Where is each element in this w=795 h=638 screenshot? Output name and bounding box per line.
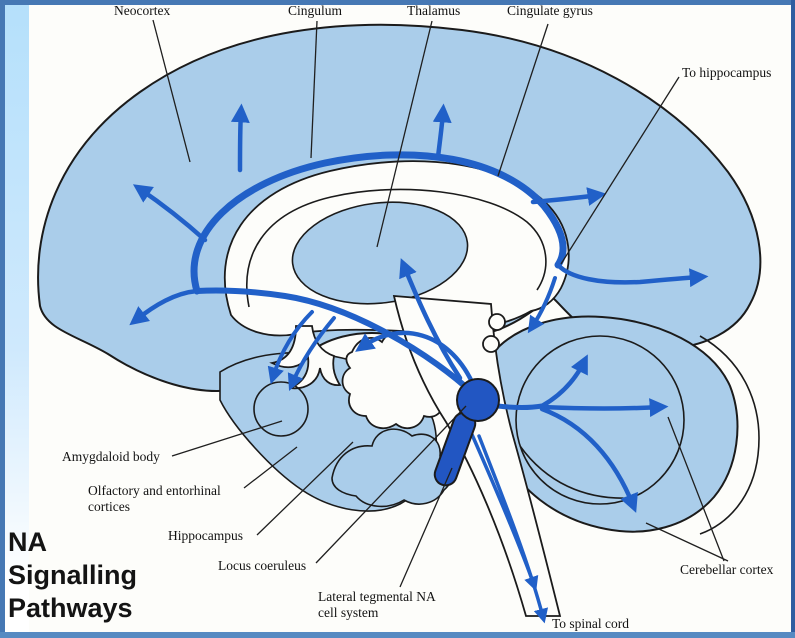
leader-hippocampus [256, 441, 354, 536]
leader-to-hippocampus [560, 76, 680, 265]
leader-thalamus [376, 20, 433, 248]
slide-edge-gradient [5, 5, 29, 632]
locus-coeruleus-node [456, 378, 500, 422]
pathway-cortical-arrow-1 [230, 103, 250, 173]
corpus-callosum-inner-line [246, 188, 547, 308]
frame-left [0, 0, 5, 638]
page-title-line3: Pathways [8, 593, 133, 623]
label-to-hippocampus: To hippocampus [682, 65, 772, 80]
label-olfactory-line1: Olfactory and entorhinal [88, 483, 221, 498]
leader-amygdaloid-body [171, 420, 283, 457]
label-to-spinal-cord: To spinal cord [552, 616, 630, 631]
frame-right [791, 0, 795, 638]
pathway-cerebellar-arrow-right [539, 398, 669, 418]
pathway-cortical-arrow-3 [432, 103, 452, 160]
page-title: NA Signalling Pathways [8, 526, 137, 625]
pathway-cortical-arrow-2 [132, 184, 208, 243]
pathway-septal-arrow [355, 330, 475, 385]
label-cingulate-gyrus: Cingulate gyrus [507, 3, 593, 18]
pathway-to-hippocampus-arrow [555, 262, 709, 288]
label-cerebellar-cortex: Cerebellar cortex [680, 562, 774, 577]
leader-cerebellar-2 [645, 522, 729, 562]
label-hippocampus: Hippocampus [168, 528, 243, 543]
leader-lines [152, 19, 729, 588]
page-title-line1: NA [8, 527, 47, 557]
thalamus-shape [291, 201, 469, 305]
label-olfactory-line2: cortices [88, 499, 130, 514]
leader-locus-coeruleus [315, 405, 467, 564]
colliculus-lower [482, 335, 500, 353]
label-lateral-tegmental-line1: Lateral tegmental NA [318, 589, 436, 604]
pathway-frontal-arrow [129, 288, 200, 326]
label-locus-coeruleus: Locus coeruleus [218, 558, 307, 573]
pathway-spinal-arrow-2 [477, 434, 549, 624]
pathway-cingulate-arrow [530, 187, 607, 206]
label-thalamus: Thalamus [407, 3, 461, 18]
pathway-cerebellar-peduncle [495, 403, 545, 410]
na-pathways [129, 103, 709, 624]
colliculus-upper [488, 313, 506, 331]
pathway-ventral-bundle [194, 287, 481, 401]
pathway-amygdala-arrow-2 [287, 316, 336, 391]
pathway-thalamus-arrow [399, 258, 463, 381]
label-amygdaloid-body: Amygdaloid body [62, 449, 160, 464]
label-lateral-tegmental-line2: cell system [318, 605, 379, 620]
leader-cingulate-gyrus [497, 23, 549, 177]
leader-lateral-tegmental [399, 467, 453, 588]
pathway-cerebellar-arrow-top [527, 276, 557, 334]
pathway-cerebellar-arrow-up [539, 354, 588, 409]
label-cingulum: Cingulum [288, 3, 343, 18]
leader-cingulum [310, 20, 318, 159]
pathway-cerebellar-arrow-down [539, 406, 638, 513]
cerebellum-inner-arc [519, 445, 631, 499]
label-neocortex: Neocortex [114, 3, 171, 18]
leader-neocortex [152, 19, 191, 163]
frame-top [0, 0, 795, 5]
label-olfactory-cortices: Olfactory and entorhinal cortices [88, 483, 221, 515]
cerebellum-outer-arc [699, 335, 760, 535]
cerebellum-inner-circle [515, 335, 685, 505]
leader-olfactory [243, 446, 298, 489]
leader-cerebellar-1 [667, 416, 725, 562]
page-title-line2: Signalling [8, 560, 138, 590]
label-lateral-tegmental: Lateral tegmental NA cell system [318, 589, 436, 621]
frame-bottom [0, 632, 795, 638]
pathway-amygdala-arrow-1 [267, 310, 314, 385]
